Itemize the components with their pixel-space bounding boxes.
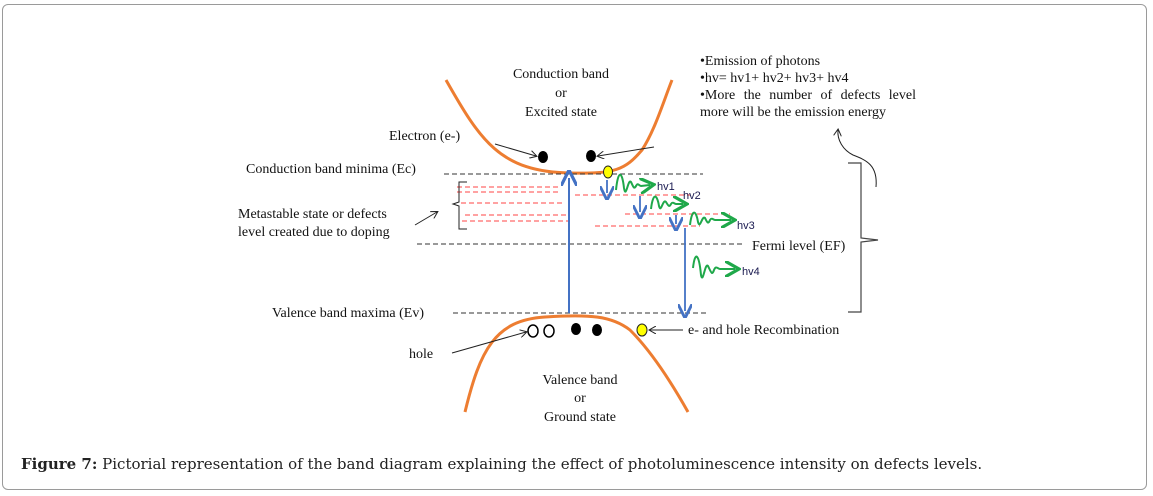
photon-label-2: hv2: [683, 190, 701, 202]
hole: [543, 324, 555, 338]
hole-arrow: [451, 332, 526, 354]
defects-brace: [451, 181, 467, 230]
photon-label-4: hv4: [742, 266, 760, 278]
conduction-band-or: or: [555, 86, 567, 101]
fermi-label: Fermi level (EF): [752, 239, 846, 254]
conduction-band-curve: [444, 79, 674, 175]
electron-dot: [538, 151, 548, 163]
defect-levels: [457, 186, 730, 227]
ground-state-label: Ground state: [544, 410, 616, 425]
photon-wave-3: [689, 211, 731, 225]
electron-arrow: [494, 143, 536, 156]
valence-band-curve: [463, 314, 690, 413]
figure-caption: Figure 7: Pictorial representation of th…: [21, 455, 982, 473]
excited-state-label: Excited state: [525, 105, 597, 120]
caption-label: Figure 7:: [21, 455, 98, 473]
valence-electron: [592, 324, 602, 336]
metastable-label-2: level created due to doping: [238, 225, 390, 240]
conduction-band-label: Conduction band: [513, 67, 609, 82]
excited-electron-dot: [603, 165, 613, 179]
note-line: •More the number of defects level more w…: [700, 88, 916, 120]
valence-band-or: or: [574, 391, 586, 406]
electron-label: Electron (e-): [389, 129, 460, 144]
caption-text: Pictorial representation of the band dia…: [97, 455, 983, 473]
note-line: •Emission of photons: [700, 54, 821, 69]
hole-label: hole: [409, 347, 433, 362]
figure-frame: [2, 4, 1147, 490]
photon-wave-2: [650, 195, 683, 209]
brace-to-note-arrow: [838, 130, 877, 188]
cb-minima-label: Conduction band minima (Ec): [246, 162, 416, 177]
valence-band-label: Valence band: [542, 373, 617, 388]
photon-label-1: hv1: [657, 181, 675, 193]
metastable-arrow: [414, 212, 437, 226]
emission-notes: •Emission of photons •hv= hv1+ hv2+ hv3+…: [700, 53, 916, 121]
photon-wave-4: [692, 255, 735, 279]
electron-arrow: [598, 146, 655, 156]
electron-dot: [586, 150, 596, 162]
recombination-dot: [636, 323, 648, 337]
photon-wave-1: [615, 173, 650, 192]
vb-maxima-label: Valence band maxima (Ev): [272, 306, 424, 321]
hole: [527, 324, 539, 338]
photon-label-3: hv3: [737, 220, 755, 232]
recombination-label: e- and hole Recombination: [688, 323, 839, 338]
note-line: •hv= hv1+ hv2+ hv3+ hv4: [700, 71, 849, 86]
valence-electron: [571, 323, 581, 335]
metastable-label-1: Metastable state or defects: [238, 207, 387, 222]
energy-brace: [848, 162, 879, 313]
